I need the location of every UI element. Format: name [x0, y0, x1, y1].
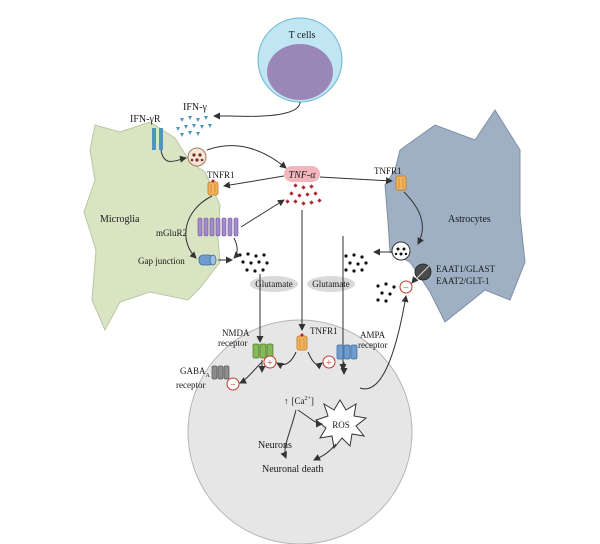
eaat-sign-connector: [411, 276, 419, 284]
gaba-label-main: GABAA: [180, 366, 211, 379]
ca-to-ros-arrow: [297, 409, 323, 428]
neurons-label: Neurons: [258, 440, 292, 451]
glutamate-dots-left: [238, 252, 269, 273]
eaat1-label: EAAT1/GLAST: [436, 264, 495, 274]
mglur2-receptor: [197, 217, 239, 237]
ca-label: ↑[Ca2+]: [284, 396, 314, 406]
microglia-cell: [83, 121, 221, 332]
ca-main-text: [Ca: [292, 396, 305, 406]
microglia-tnfr1-to-gap-arrow: [185, 195, 213, 259]
tnf-alpha: [284, 166, 320, 182]
ros-to-death-arrow: [313, 443, 337, 461]
microglia-label: Microglia: [100, 214, 140, 225]
nmda-receptor: [252, 343, 274, 359]
nmda-label-line2: receptor: [218, 338, 247, 348]
tnf-alpha-label: TNF-α: [289, 170, 317, 181]
mglur2-to-tnf-arrow: [240, 199, 285, 228]
gap-junction: [198, 254, 217, 266]
gaba-label-line2: receptor: [176, 380, 205, 390]
astrocyte-vesicle: [391, 241, 411, 261]
ampa-receptor: [336, 344, 358, 360]
tnf-to-astro-tnfr1-arrow: [319, 176, 393, 185]
tcell-to-ifn-arrow: [213, 101, 301, 120]
eaat-minus-text: −: [403, 283, 409, 294]
minus-gaba-text: −: [230, 380, 236, 391]
neuronal-death-label: Neuronal death: [262, 464, 323, 475]
glutamate-dots-eaat: [376, 282, 396, 303]
glutamate-dots-right: [344, 253, 368, 273]
gaba-sub-text: A: [206, 373, 211, 379]
glutamate-left-label: Glutamate: [255, 279, 293, 289]
ros-label: ROS: [332, 420, 350, 430]
nmda-to-gaba-minus-arrow: [239, 361, 263, 384]
tnf-alpha-molecules: [285, 183, 322, 206]
ros-burst: [314, 399, 368, 450]
eaat-transporter: [414, 263, 432, 281]
tnfr1-to-plus-nmda-arrow: [276, 351, 297, 370]
tnfr1-astro-label: TNFR1: [374, 166, 402, 176]
plus-sign-nmda: [263, 355, 277, 369]
ifn-gamma-label: IFN-γ: [183, 102, 207, 113]
tnfr1-to-plus-ampa-arrow: [307, 351, 323, 370]
plus-ampa-text: +: [326, 358, 332, 369]
ifn-gamma-receptor: [152, 128, 163, 150]
astro-tnfr1-to-vesicle-arrow: [403, 191, 424, 245]
t-cell: [257, 17, 343, 103]
gap-junction-label: Gap junction: [138, 256, 185, 266]
vesicle-to-tnf-arrow: [206, 145, 287, 169]
tnfr1-neuron-label: TNFR1: [310, 326, 338, 336]
glutamate-pill-left: [250, 276, 298, 292]
ca-close-text: ]: [311, 396, 314, 406]
plus-nmda-text: +: [267, 358, 273, 369]
eaat-inhibition-sign: [399, 280, 413, 294]
tnfr1-microglia-label: TNFR1: [207, 170, 235, 180]
t-cells-label: T cells: [289, 30, 316, 41]
gaba-main-text: GABA: [180, 366, 206, 376]
eaat2-label: EAAT2/GLT-1: [436, 276, 489, 286]
ifn-gamma-molecules: [176, 116, 212, 137]
minus-sign-gaba: [226, 377, 240, 391]
ca-up-text: ↑: [284, 396, 289, 406]
tnfr1-astrocyte: [395, 175, 407, 191]
ifnr-to-vesicle-arrow: [160, 149, 187, 163]
ampa-label-line1: AMPA: [360, 330, 386, 340]
microglia-vesicle: [187, 147, 207, 167]
glutamate-right-label: Glutamate: [312, 279, 350, 289]
ca-to-death-arrow: [280, 409, 297, 459]
mglur2-label: mGluR2: [156, 228, 187, 238]
ros-to-eaat-arrow: [359, 295, 409, 390]
plus-sign-ampa: [322, 355, 336, 369]
ca-sup-text: 2+: [305, 396, 312, 402]
ifn-gamma-r-label: IFN-γR: [130, 114, 161, 125]
gaba-a-receptor: [211, 365, 230, 380]
tnfr1-microglia: [207, 179, 219, 196]
mglur2-to-gap-arrow: [233, 237, 241, 259]
nmda-label-line1: NMDA: [222, 328, 250, 338]
neuron-cell: [187, 319, 413, 544]
tnfr1-neuron: [296, 333, 308, 351]
astrocytes-label: Astrocytes: [448, 214, 491, 225]
ampa-label-line2: receptor: [358, 340, 387, 350]
tnf-to-microglia-tnfr1-arrow: [223, 175, 285, 189]
